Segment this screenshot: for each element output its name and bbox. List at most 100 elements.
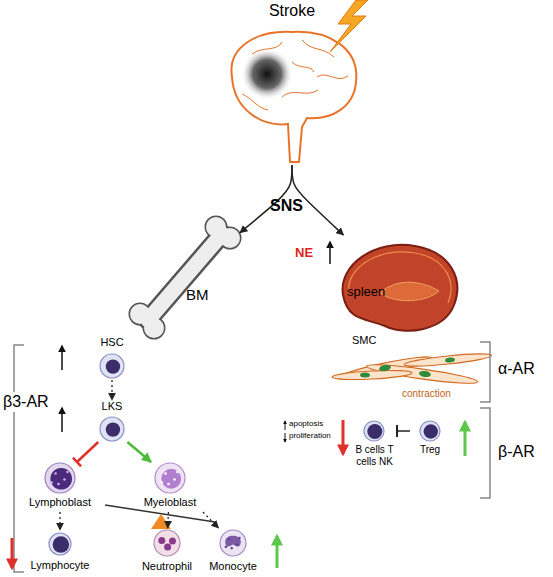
- cell-node: HSC: [87, 336, 137, 380]
- bone-knob: [144, 318, 164, 338]
- bracket: [480, 408, 490, 498]
- node-label: Monocyte: [201, 560, 265, 573]
- blood-cell: [100, 354, 124, 378]
- cell-nucleus: [419, 370, 432, 378]
- cell-granule: [54, 472, 57, 475]
- brain-gyrus: [292, 62, 314, 72]
- muscle-cell: [332, 369, 412, 381]
- cell-nucleus: [106, 422, 120, 436]
- annotation-label: apoptosis: [289, 420, 323, 429]
- spleen-illustration: spleen: [335, 235, 465, 340]
- increase-arrow: [276, 536, 279, 568]
- bone-shape: [130, 217, 240, 338]
- arrow-connector: [127, 442, 151, 462]
- cell-node: Lymphoblast: [15, 462, 105, 512]
- annotation-label: proliferation: [289, 432, 331, 441]
- decrease-arrow: [285, 433, 286, 442]
- cell-node: Treg: [410, 418, 450, 463]
- node-shape: [222, 2, 362, 165]
- cell-granule: [231, 547, 233, 549]
- arrow-connector: [167, 512, 169, 528]
- muscle-cell: [337, 353, 433, 383]
- bone-shaft: [148, 234, 222, 320]
- cell-nucleus: [53, 536, 70, 553]
- cell-nucleus: [424, 424, 438, 438]
- lightning-bolt: [330, 0, 368, 52]
- annotation-label: contraction: [402, 388, 451, 399]
- cell-nucleus: [161, 469, 181, 489]
- increase-arrow: [61, 346, 63, 370]
- blood-cell: [420, 421, 440, 441]
- cell-body: [49, 533, 71, 555]
- cell-nucleus: [164, 543, 171, 550]
- balance-beam: [105, 505, 215, 522]
- bone-knob: [144, 318, 164, 338]
- annotation-label: NE: [295, 246, 313, 260]
- increase-arrow: [464, 422, 467, 456]
- decrease-arrow: [342, 420, 345, 454]
- cell-node: Monocyte: [201, 528, 265, 575]
- node-label: B cells T cells NK: [352, 444, 397, 467]
- decrease-arrow: [11, 538, 14, 568]
- node-label: Lymphoblast: [15, 496, 105, 509]
- cell-granule: [236, 543, 238, 545]
- node-shape: [130, 220, 240, 335]
- cell-granule: [167, 483, 170, 486]
- cell-nucleus: [225, 536, 241, 547]
- blood-cell: [45, 463, 75, 493]
- cell-body: [220, 530, 246, 556]
- cell-node: LKS: [87, 400, 137, 442]
- cell-body: [154, 530, 180, 556]
- balance-fulcrum: [151, 514, 171, 529]
- cell-nucleus: [367, 424, 382, 439]
- annotation-label: SNS: [270, 197, 303, 215]
- cell-granule: [160, 481, 163, 484]
- inhibition-connector: [397, 430, 410, 432]
- node-label: spleen: [347, 285, 407, 300]
- cell-granule: [228, 538, 230, 540]
- cell-granule: [238, 537, 240, 539]
- brain-outline: [231, 32, 356, 162]
- node-label: Stroke: [222, 2, 362, 20]
- node-label: Myeloblast: [125, 496, 215, 509]
- cell-granule: [164, 472, 167, 475]
- node-label: HSC: [87, 336, 137, 349]
- bone-shaft: [148, 234, 222, 320]
- bracket: [480, 342, 490, 402]
- cell-node: Neutrophil: [135, 528, 199, 575]
- cell-nucleus: [158, 537, 165, 544]
- node-label: Lymphocyte: [20, 559, 100, 572]
- node-label: Treg: [410, 444, 450, 456]
- brain-illustration: Stroke: [222, 2, 362, 165]
- arrow-connector: [59, 512, 60, 530]
- cell-node: Lymphocyte: [20, 530, 100, 575]
- muscle-cell: [404, 351, 492, 368]
- cell-nucleus: [50, 468, 72, 490]
- annotation-label: α-AR: [498, 360, 535, 378]
- cell-nucleus: [169, 538, 176, 545]
- bracket: [14, 345, 24, 572]
- increase-arrow: [61, 408, 63, 432]
- cell-nucleus: [445, 357, 455, 363]
- inhibition-connector: [77, 442, 98, 462]
- arrow-connector: [240, 165, 292, 233]
- annotation-label: β-AR: [498, 443, 535, 461]
- cell-granule: [66, 471, 69, 474]
- muscle-cell: [366, 361, 478, 386]
- blood-cell: [100, 417, 124, 441]
- node-label: LKS: [87, 400, 137, 413]
- cell-granule: [50, 481, 53, 484]
- increase-arrow: [285, 421, 286, 430]
- cell-nucleus: [106, 359, 120, 373]
- arrow-connector: [111, 380, 112, 400]
- cell-granule: [57, 483, 60, 486]
- annotation-label: SMC: [352, 334, 376, 346]
- bone-knob: [220, 228, 240, 248]
- brain-gyrus: [252, 42, 282, 54]
- cell-granule: [173, 478, 176, 481]
- bone-illustration: BM: [130, 220, 240, 335]
